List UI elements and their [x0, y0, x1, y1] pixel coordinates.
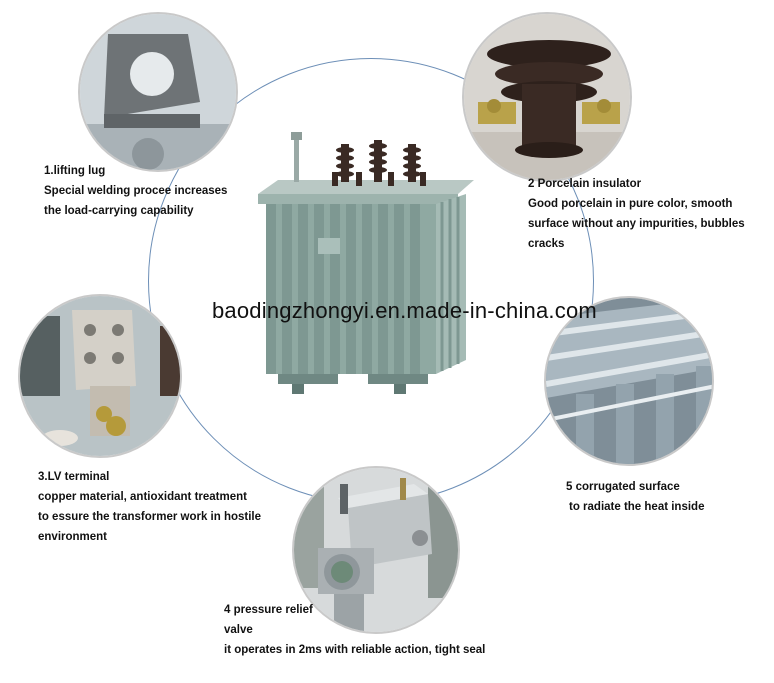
watermark-text: baodingzhongyi.en.made-in-china.com [212, 298, 597, 323]
lv-terminal-title: 3.LV terminal [38, 471, 110, 483]
lv-terminal-caption: 3.LV terminal copper material, antioxida… [38, 467, 261, 547]
porcelain-insulator-image [462, 12, 632, 182]
porcelain-insulator-line-3: cracks [528, 238, 565, 250]
pressure-relief-title: 4 pressure relief [224, 604, 313, 616]
lifting-lug-line-1: Special welding procee increases [44, 185, 228, 197]
corrugated-surface-caption: 5 corrugated surface to radiate the heat… [566, 477, 704, 517]
lv-terminal-line-2: to essure the transformer work in hostil… [38, 511, 262, 523]
lv-terminal-line-1: copper material, antioxidant treatment [38, 491, 247, 503]
lifting-lug-line-2: the load-carrying capability [44, 205, 194, 217]
corrugated-surface-image [544, 296, 714, 466]
transformer-image [248, 128, 492, 406]
lifting-lug-title: 1.lifting lug [44, 165, 106, 177]
porcelain-insulator-line-1: Good porcelain in pure color, smooth [528, 198, 733, 210]
porcelain-insulator-caption: 2 Porcelain insulator Good porcelain in … [528, 174, 745, 254]
pressure-relief-caption: 4 pressure relief valve it operates in 2… [224, 600, 485, 660]
lifting-lug-image [78, 12, 238, 172]
porcelain-insulator-title: 2 Porcelain insulator [528, 178, 642, 190]
lifting-lug-caption: 1.lifting lug Special welding procee inc… [44, 161, 227, 221]
pressure-relief-line-2: it operates in 2ms with reliable action,… [224, 644, 486, 656]
lv-terminal-image [18, 294, 182, 458]
lv-terminal-line-3: environment [38, 531, 108, 543]
corrugated-surface-line-1: to radiate the heat inside [569, 501, 705, 513]
corrugated-surface-title: 5 corrugated surface [566, 481, 680, 493]
porcelain-insulator-line-2: surface without any impurities, bubbles [528, 218, 745, 230]
pressure-relief-line-1: valve [224, 624, 253, 636]
